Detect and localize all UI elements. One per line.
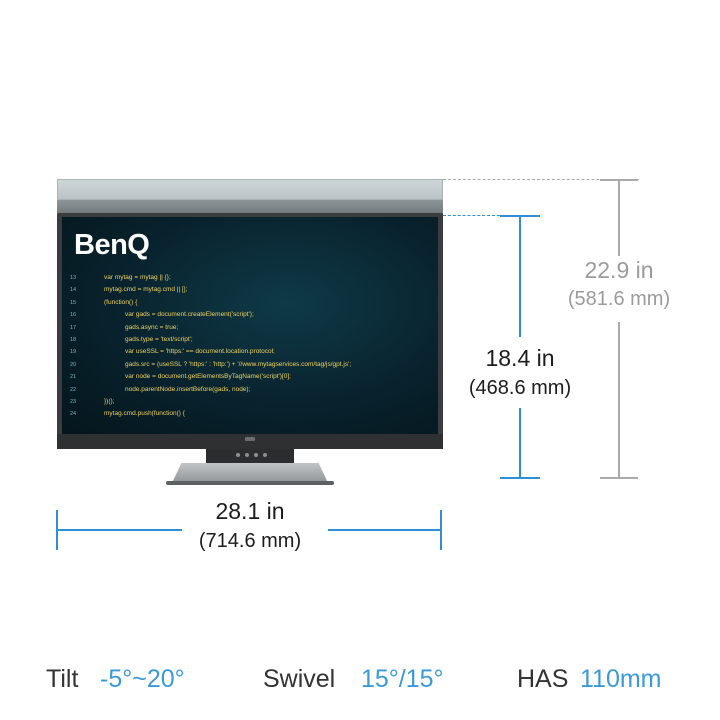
code-text: })(); [104, 397, 115, 405]
code-line: 22 node.parentNode.insertBefore(gads, nod… [70, 384, 430, 396]
code-text: mytag.cmd = mytag.cmd || []; [104, 286, 188, 294]
code-line: 14 mytag.cmd = mytag.cmd || []; [70, 284, 430, 296]
code-line: 16 var gads = document.createElement('scr… [70, 309, 430, 321]
line-number: 14 [70, 287, 77, 294]
line-number: 18 [70, 336, 77, 343]
code-text: var useSSL = 'https:' == document.locati… [125, 348, 275, 356]
code-line: 18 gads.type = 'text/script'; [70, 334, 430, 346]
code-line: 13 var mytag = mytag || {}; [70, 272, 430, 284]
line-number: 15 [70, 299, 77, 306]
width-line-right [328, 529, 442, 531]
line-number: 23 [70, 398, 77, 405]
max-height-bottom-cap [600, 477, 638, 479]
line-number: 19 [70, 349, 77, 356]
max-height-mm: (581.6 mm) [567, 288, 671, 310]
monitor-neck [206, 449, 294, 463]
line-number: 22 [70, 386, 77, 393]
width-right-cap [440, 510, 442, 550]
monitor-stand-base [172, 463, 328, 483]
screen-height-line-upper [519, 215, 521, 337]
line-number: 24 [70, 411, 77, 418]
code-text: node.parentNode.insertBefore(gads, node)… [125, 385, 251, 393]
control-buttons [236, 453, 267, 457]
tilt-label: Tilt [46, 665, 79, 693]
line-number: 17 [70, 324, 77, 331]
line-number: 16 [70, 312, 77, 319]
has-value: 110mm [580, 665, 662, 693]
max-height-line-lower [618, 322, 620, 478]
code-snippet: 13 var mytag = mytag || {}; 14 mytag.cmd = … [70, 272, 430, 421]
stand-shadow [166, 481, 334, 485]
swivel-label: Swivel [263, 665, 336, 693]
has-label: HAS [517, 665, 569, 693]
code-text: var mytag = mytag || {}; [104, 274, 171, 281]
code-text: gads.async = true; [125, 323, 179, 331]
raised-position-outline [57, 179, 443, 200]
monitor-top-bezel [57, 200, 443, 217]
code-line: 15 (function() { [70, 297, 430, 309]
code-text: gads.src = (useSSL ? 'https:' : 'http:')… [125, 360, 352, 368]
code-text: mytag.cmd.push(function() { [104, 410, 185, 418]
max-height-in: 22.9 in [584, 257, 654, 283]
code-text: (function() { [104, 298, 138, 306]
screen-height-top-guide [443, 215, 539, 216]
monitor-chin [57, 434, 443, 449]
line-number: 21 [70, 374, 77, 381]
code-text: gads.type = 'text/script'; [125, 335, 193, 343]
code-text: var gads = document.createElement('scrip… [125, 311, 254, 319]
width-in: 28.1 in [215, 498, 285, 524]
monitor-screen [62, 217, 438, 434]
max-height-line-upper [618, 179, 620, 256]
code-line: 19 var useSSL = 'https:' == document.loca… [70, 346, 430, 358]
screen-height-line-lower [519, 408, 521, 478]
line-number: 13 [70, 275, 77, 281]
code-line: 24 mytag.cmd.push(function() { [70, 408, 430, 420]
line-number: 20 [70, 361, 77, 368]
screen-height-bottom-cap [500, 477, 540, 479]
code-line: 23 })(); [70, 396, 430, 408]
screen-height-mm: (468.6 mm) [468, 377, 572, 399]
code-text: var node = document.getElementsByTagName… [125, 373, 291, 381]
width-line-left [56, 529, 182, 531]
code-line: 17 gads.async = true; [70, 322, 430, 334]
swivel-value: 15°/15° [361, 665, 444, 693]
code-line: 21 var node = document.getElementsByTagNa… [70, 371, 430, 383]
tilt-value: -5°~20° [100, 665, 185, 693]
chin-logo [245, 437, 255, 441]
code-line: 20 gads.src = (useSSL ? 'https:' : 'http:… [70, 359, 430, 371]
brand-logo: BenQ [74, 229, 150, 261]
screen-height-in: 18.4 in [485, 345, 555, 371]
max-height-top-guide [443, 179, 639, 180]
width-mm: (714.6 mm) [198, 530, 302, 552]
